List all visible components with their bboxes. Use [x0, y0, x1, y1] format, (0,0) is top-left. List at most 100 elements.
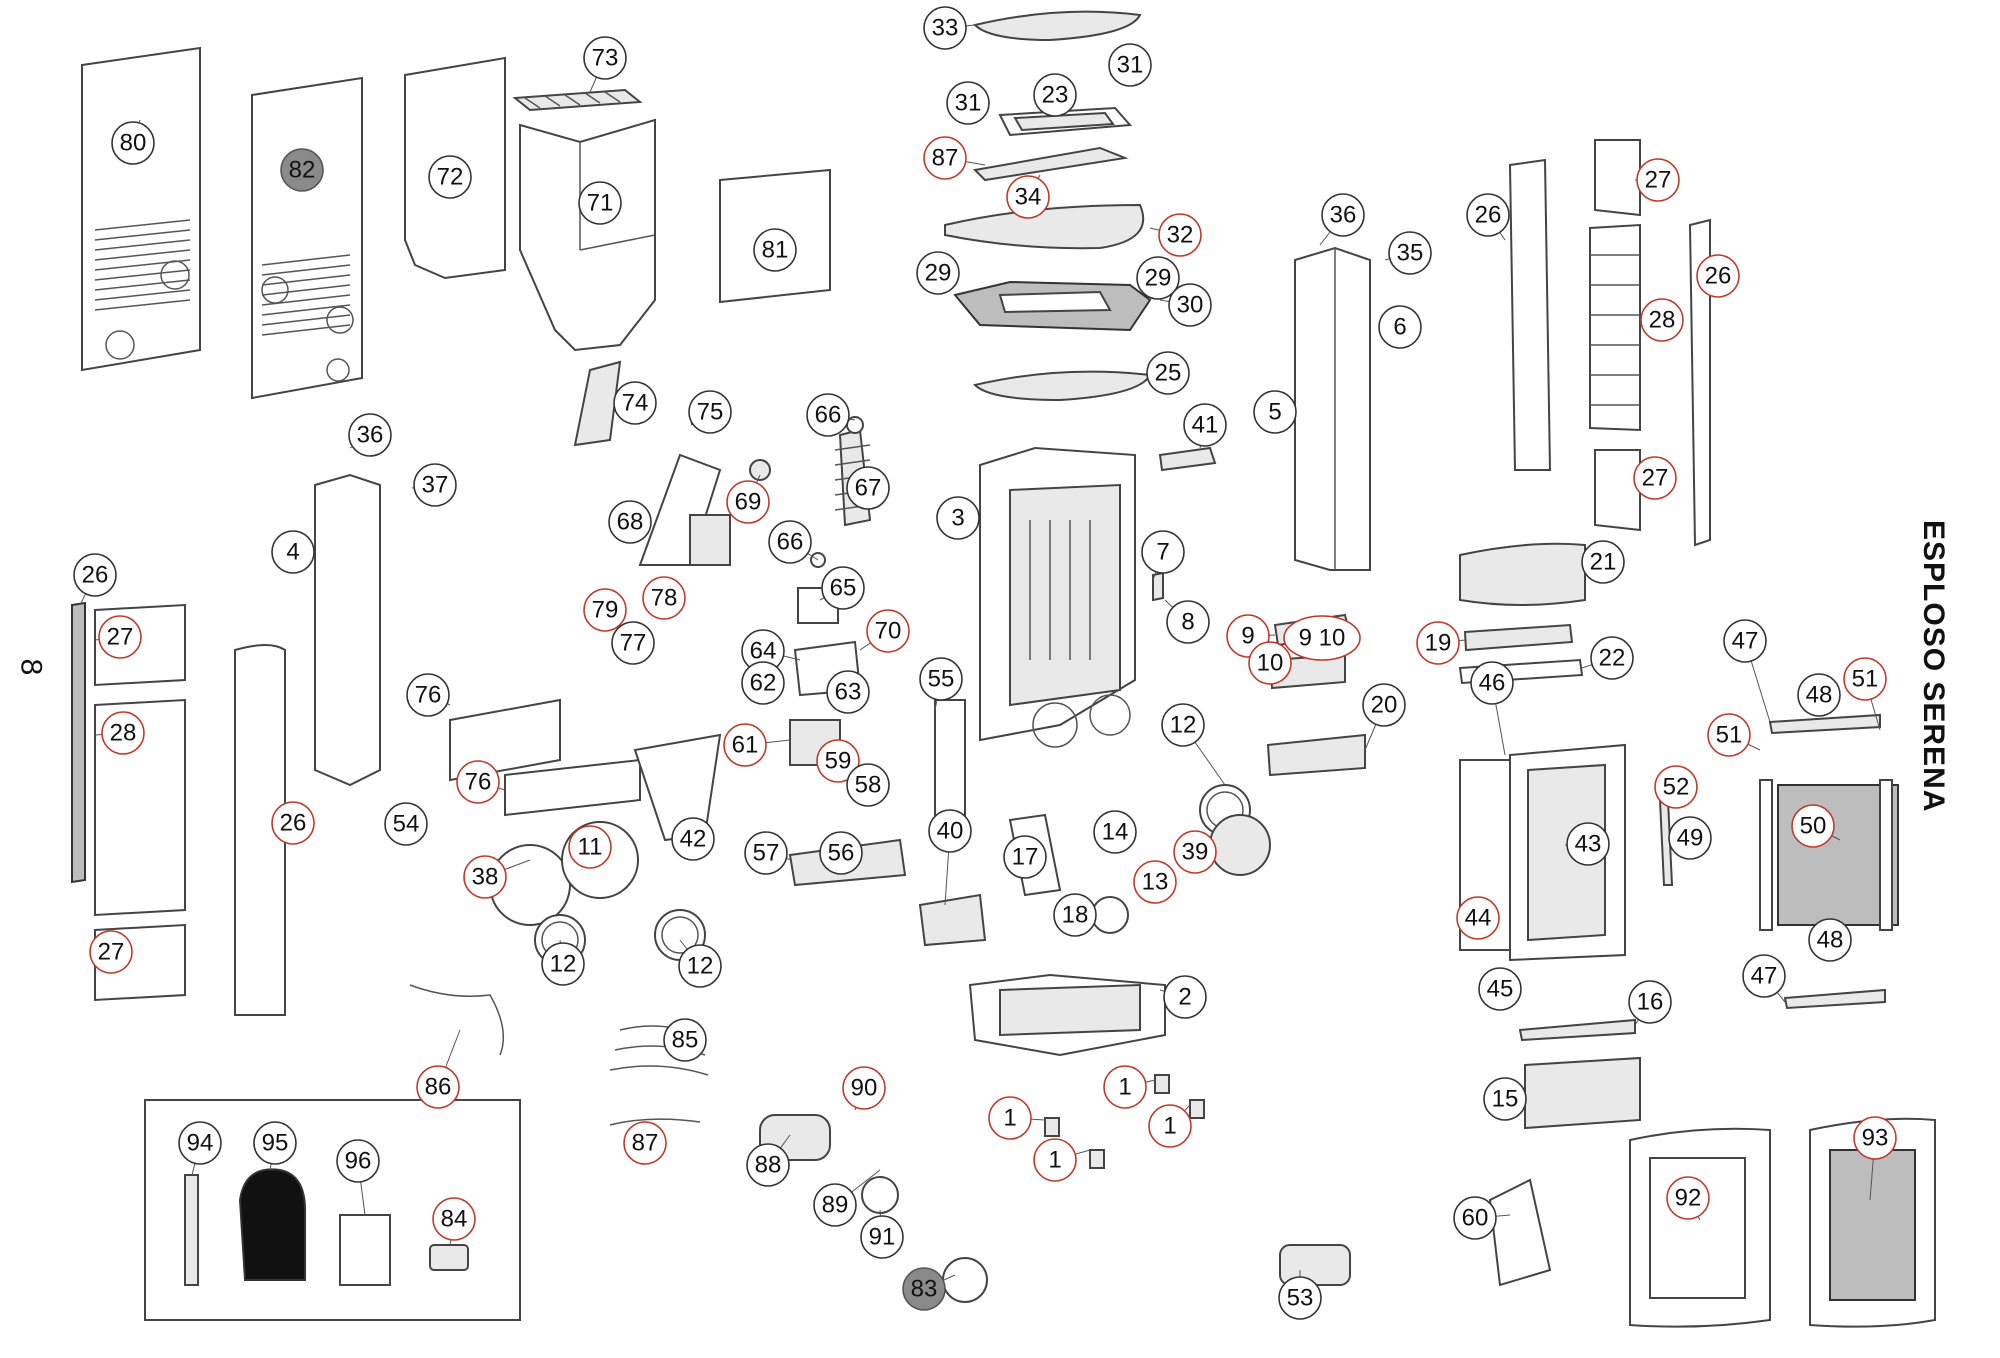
callout-76: 76	[406, 673, 450, 717]
callout-66: 66	[806, 393, 850, 437]
callout-91: 91	[860, 1215, 904, 1259]
callout-circle	[1590, 636, 1634, 680]
callout-circle	[1707, 713, 1751, 757]
callout-number: 61	[732, 732, 759, 759]
callout-circle	[753, 228, 797, 272]
glass-50	[1759, 779, 1899, 931]
callout-84: 84	[432, 1197, 476, 1241]
callout-circle	[348, 413, 392, 457]
callout-number: 71	[587, 190, 614, 217]
board-76-a	[449, 698, 561, 782]
callout-circle	[1108, 43, 1152, 87]
callout-30: 30	[1168, 283, 1212, 327]
callout-1: 1	[1148, 1104, 1192, 1148]
callout-71: 71	[578, 181, 622, 225]
callout-circle	[1654, 765, 1698, 809]
callout-number: 92	[1675, 1185, 1702, 1212]
callout-number: 20	[1371, 692, 1398, 719]
callout-number: 43	[1575, 831, 1602, 858]
rear-panel-82	[251, 76, 363, 400]
extractor-39	[1209, 814, 1271, 876]
callout-number: 87	[632, 1130, 659, 1157]
callout-47: 47	[1742, 954, 1786, 998]
bar-16	[1518, 1018, 1636, 1042]
callout-circle	[463, 855, 507, 899]
callout-15: 15	[1483, 1077, 1527, 1121]
callout-circle	[416, 1065, 460, 1109]
callout-circle	[1566, 822, 1610, 866]
callout-3: 3	[936, 496, 980, 540]
callout-number: 1	[1118, 1074, 1131, 1101]
callout-circle	[583, 588, 627, 632]
callout-66: 66	[768, 520, 812, 564]
callout-80: 80	[111, 121, 155, 165]
callout-circle	[688, 390, 732, 434]
callout-38: 38	[463, 855, 507, 899]
callout-number: 31	[1117, 52, 1144, 79]
callout-circle	[1166, 600, 1210, 644]
foot-1-c	[1154, 1074, 1170, 1094]
callout-circle	[1362, 683, 1406, 727]
bracket-60	[1488, 1178, 1552, 1287]
cladding-26-right-a	[1508, 158, 1552, 471]
callout-number: 45	[1487, 976, 1514, 1003]
callout-circle	[1033, 73, 1077, 117]
callout-circle	[744, 831, 788, 875]
callout-53: 53	[1278, 1276, 1322, 1320]
callout-40: 40	[928, 809, 972, 853]
callout-81: 81	[753, 228, 797, 272]
callout-34: 34	[1006, 175, 1050, 219]
callout-number: 1	[1048, 1147, 1061, 1174]
door-93	[1809, 1117, 1936, 1328]
callout-number: 81	[762, 237, 789, 264]
callout-number: 70	[875, 618, 902, 645]
callout-circle	[866, 609, 910, 653]
callout-number: 18	[1062, 902, 1089, 929]
callout-number: 47	[1732, 628, 1759, 655]
callout-51: 51	[1843, 657, 1887, 701]
callout-circle	[406, 673, 450, 717]
callout-1: 1	[988, 1096, 1032, 1140]
callout-number: 53	[1287, 1285, 1314, 1312]
callout-circle	[1103, 1065, 1147, 1109]
callout-circle	[1168, 283, 1212, 327]
callout-number: 58	[855, 772, 882, 799]
callout-20: 20	[1362, 683, 1406, 727]
callout-68: 68	[608, 500, 652, 544]
ring-91	[861, 1176, 899, 1214]
callout-number: 93	[1862, 1125, 1889, 1152]
callout-number: 12	[687, 953, 714, 980]
side-panel-5	[1294, 246, 1371, 571]
callout-number: 26	[1705, 263, 1732, 290]
display-55	[934, 699, 966, 821]
callout-number: 36	[1330, 202, 1357, 229]
callout-circle	[432, 1197, 476, 1241]
callout-number: 69	[735, 489, 762, 516]
callout-circle	[923, 6, 967, 50]
callout-number: 6	[1393, 314, 1406, 341]
cable-86	[409, 984, 505, 1056]
callout-number: 15	[1492, 1086, 1519, 1113]
callout-26: 26	[73, 553, 117, 597]
callout-51: 51	[1707, 713, 1751, 757]
callout-number: 27	[1645, 167, 1672, 194]
callout-number: 75	[697, 399, 724, 426]
cladding-28-right	[1589, 223, 1641, 432]
callout-14: 14	[1093, 810, 1137, 854]
vent-25	[973, 370, 1152, 402]
callout-circle	[271, 530, 315, 574]
callout-number: 54	[393, 811, 420, 838]
callout-circle	[1853, 1116, 1897, 1160]
callout-number: 7	[1156, 539, 1169, 566]
callout-number: 22	[1599, 645, 1626, 672]
callout-60: 60	[1453, 1196, 1497, 1240]
callout-circle	[98, 615, 142, 659]
callout-48: 48	[1808, 918, 1852, 962]
callout-number: 86	[425, 1074, 452, 1101]
callout-circle	[541, 942, 585, 986]
callout-number: 19	[1425, 630, 1452, 657]
callout-55: 55	[919, 657, 963, 701]
callout-circle	[846, 466, 890, 510]
callout-number: 8	[1181, 609, 1194, 636]
